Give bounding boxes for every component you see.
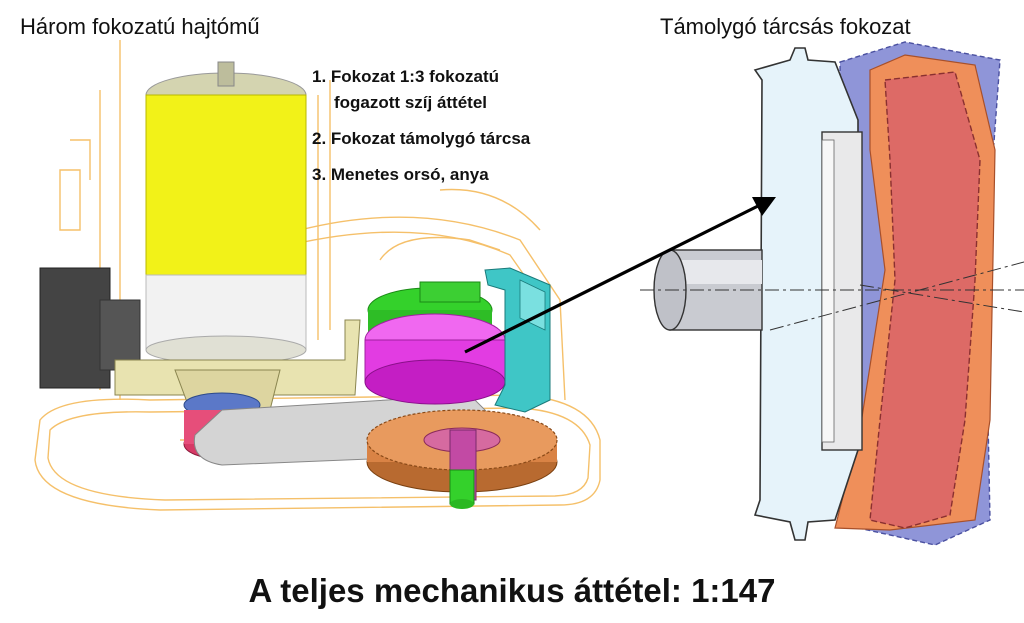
mount-bracket	[114, 319, 361, 396]
stage-1-line-1: 1. Fokozat 1:3 fokozatú	[312, 67, 500, 86]
list-spacer	[312, 116, 530, 126]
stage-list: 1. Fokozat 1:3 fokozatú fogazott szíj át…	[312, 64, 530, 188]
large-gear	[366, 409, 558, 501]
left-title: Három fokozatú hajtómű	[20, 14, 260, 39]
wobble-disc-section	[640, 41, 1024, 546]
wobble-disc-assembly	[364, 281, 506, 405]
threaded-spindle	[449, 469, 475, 509]
list-spacer	[312, 152, 530, 162]
right-title: Támolygó tárcsás fokozat	[660, 14, 911, 39]
stage-2: 2. Fokozat támolygó tárcsa	[312, 129, 531, 148]
stage-3: 3. Menetes orsó, anya	[312, 165, 489, 184]
tilted-axis	[769, 261, 1024, 331]
motor	[145, 61, 307, 365]
connector-block	[39, 267, 111, 389]
disc-red	[869, 71, 981, 529]
stage-1-line-2: fogazott szíj áttétel	[334, 93, 488, 112]
total-ratio-caption: A teljes mechanikus áttétel: 1:147	[248, 572, 776, 609]
pointer-arrow	[464, 197, 776, 354]
